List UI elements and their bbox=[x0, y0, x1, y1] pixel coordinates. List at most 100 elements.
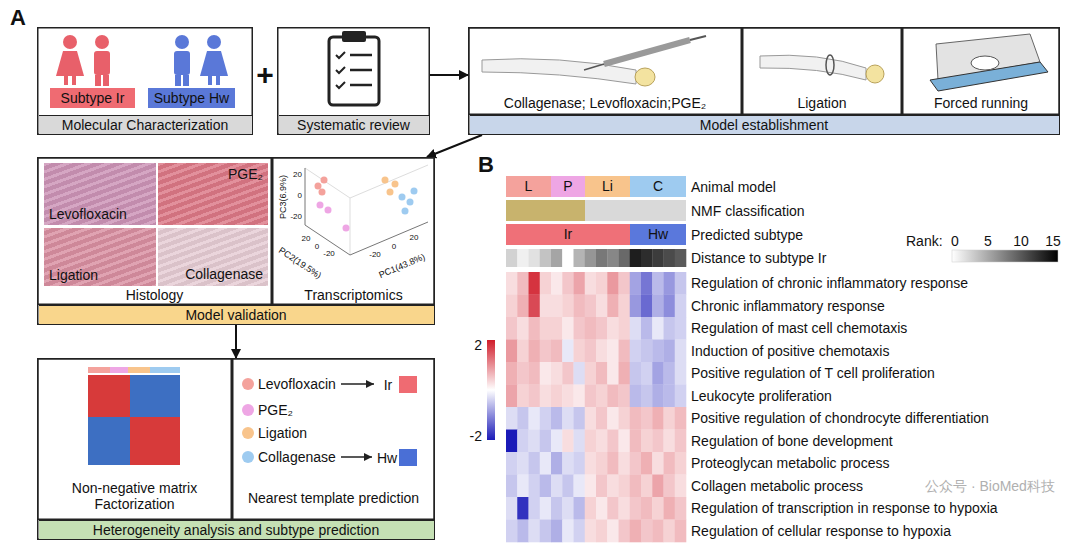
tick-label: 20 bbox=[293, 170, 302, 179]
heatmap-cell bbox=[675, 520, 687, 543]
heatmap-cell bbox=[517, 520, 529, 543]
heatmap-cell bbox=[540, 317, 552, 340]
node-text: Levofloxacin bbox=[49, 206, 127, 222]
check-mark bbox=[336, 52, 345, 88]
tick-label: 0 bbox=[392, 242, 396, 251]
heatmap-cell bbox=[607, 407, 619, 430]
heatmap-cell bbox=[551, 475, 563, 498]
scale-tick: 0 bbox=[951, 233, 959, 249]
heatmap-cell bbox=[652, 407, 664, 430]
heatmap-cell bbox=[506, 452, 518, 475]
histology-image: Collagenase bbox=[158, 228, 268, 286]
row-label: Regulation of cellular response to hypox… bbox=[691, 523, 951, 539]
axis-label: PC3(6.9%) bbox=[278, 175, 288, 219]
heatmap-cell bbox=[551, 452, 563, 475]
heatmap-cell bbox=[506, 317, 518, 340]
heatmap-cell bbox=[630, 385, 642, 408]
person-head bbox=[63, 35, 77, 49]
heatmap-cell bbox=[506, 520, 518, 543]
heatmap-cell bbox=[562, 497, 574, 520]
node-text: P bbox=[551, 176, 585, 197]
heatmap-cell bbox=[529, 452, 541, 475]
heatmap-cell bbox=[641, 407, 653, 430]
scale-title: Rank: bbox=[906, 233, 943, 249]
heatmap-cell bbox=[585, 317, 597, 340]
heatmap-cell bbox=[630, 497, 642, 520]
heatmap-cell bbox=[540, 385, 552, 408]
heatmap-cell bbox=[540, 452, 552, 475]
distance-cell bbox=[619, 249, 631, 267]
legend-swatch bbox=[242, 378, 254, 390]
heatmap-cell bbox=[562, 407, 574, 430]
heatmap-cell bbox=[664, 520, 676, 543]
heatmap-cell bbox=[641, 430, 653, 453]
heatmap-cell bbox=[596, 497, 608, 520]
row-label: Regulation of transcription in response … bbox=[691, 500, 998, 516]
heatmap-cell bbox=[574, 452, 586, 475]
pca-axis bbox=[305, 168, 428, 255]
model-box: Ligation bbox=[742, 27, 902, 115]
heatmap-cell bbox=[607, 295, 619, 318]
heatmap-cell bbox=[517, 385, 529, 408]
bone bbox=[866, 65, 884, 83]
heatmap-cell bbox=[540, 340, 552, 363]
heatmap-cell bbox=[607, 340, 619, 363]
distance-cell bbox=[517, 249, 529, 267]
heatmap-cell bbox=[619, 295, 631, 318]
row-label: Proteoglycan metabolic process bbox=[691, 455, 889, 471]
flow-arrow bbox=[430, 74, 468, 76]
subtype-cell: Ir bbox=[506, 224, 630, 245]
heatmap-cell bbox=[551, 340, 563, 363]
tick-label: -20 bbox=[323, 249, 335, 258]
pca-dot bbox=[407, 199, 414, 206]
heatmap-cell bbox=[607, 520, 619, 543]
heatmap-cell bbox=[641, 475, 653, 498]
heatmap-cell bbox=[630, 407, 642, 430]
heatmap-cell bbox=[562, 362, 574, 385]
heatmap-cell bbox=[585, 452, 597, 475]
tick-label: 20 bbox=[302, 234, 311, 243]
heatmap-cell bbox=[675, 295, 687, 318]
panel-letter: A bbox=[10, 5, 26, 30]
heatmap-cell bbox=[607, 362, 619, 385]
tick-label: -20 bbox=[369, 250, 381, 259]
tick-label: 20 bbox=[410, 233, 419, 242]
subtype-square bbox=[399, 376, 417, 393]
distance-cell bbox=[641, 249, 653, 267]
heatmap-cell bbox=[641, 452, 653, 475]
heatmap-cell bbox=[529, 475, 541, 498]
heatmap-cell bbox=[619, 475, 631, 498]
heatmap-cell bbox=[641, 497, 653, 520]
heatmap-cell bbox=[596, 295, 608, 318]
person-body bbox=[94, 51, 110, 75]
distance-cell bbox=[675, 249, 687, 267]
nmf-row bbox=[585, 200, 686, 221]
node-text: L bbox=[506, 176, 551, 197]
bone bbox=[635, 68, 655, 86]
subtype-cell: Hw bbox=[630, 224, 686, 245]
heatmap-cell bbox=[664, 272, 676, 295]
heatmap-cell bbox=[596, 475, 608, 498]
heatmap-cell bbox=[596, 430, 608, 453]
legend-text: Levofloxacin bbox=[258, 376, 336, 392]
heatmap-cell bbox=[664, 340, 676, 363]
heatmap-cell bbox=[574, 475, 586, 498]
scale-tick: 15 bbox=[1045, 233, 1061, 249]
distance-cell bbox=[551, 249, 563, 267]
scale-tick: 5 bbox=[984, 233, 992, 249]
person-leg bbox=[183, 75, 189, 86]
heatmap-cell bbox=[641, 362, 653, 385]
heatmap-cell bbox=[574, 520, 586, 543]
heatmap-cell bbox=[652, 340, 664, 363]
heatmap-cell bbox=[641, 520, 653, 543]
heatmap-cell bbox=[540, 430, 552, 453]
person-head bbox=[175, 35, 189, 49]
heatmap-cell bbox=[652, 272, 664, 295]
heatmap-cell bbox=[596, 407, 608, 430]
flow-arrow bbox=[427, 135, 482, 157]
legend-text: PGE₂ bbox=[258, 402, 293, 418]
heatmap-cell bbox=[641, 385, 653, 408]
heatmap-cell bbox=[562, 520, 574, 543]
heatmap-cell bbox=[529, 430, 541, 453]
heatmap-cell bbox=[529, 362, 541, 385]
